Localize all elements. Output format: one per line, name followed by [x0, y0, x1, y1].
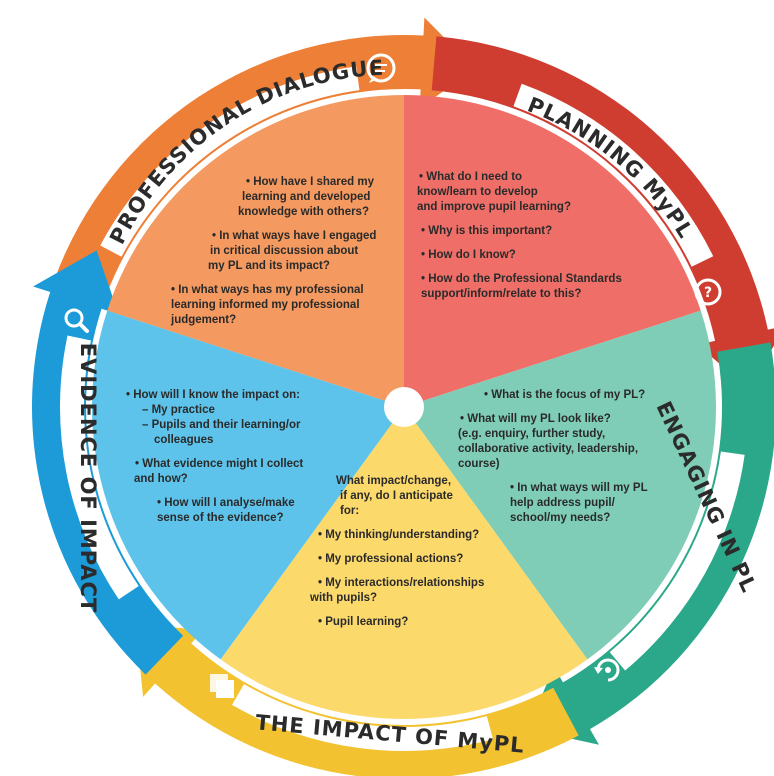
segment-line: school/my needs?	[510, 512, 610, 524]
segment-line: with pupils?	[309, 592, 377, 604]
text-impact: What impact/change, if any, do I anticipa…	[309, 475, 484, 628]
segment-engaging	[404, 310, 716, 660]
segment-line: • In what ways will my PL	[510, 482, 648, 494]
segment-line: course)	[458, 458, 500, 470]
speech-bubble-icon	[366, 53, 396, 83]
label-band-planning	[513, 83, 714, 267]
segment-professional-dialogue	[107, 95, 404, 407]
segment-line: help address pupil/	[510, 497, 616, 509]
label-band-evidence	[60, 335, 139, 600]
segment-line: for:	[340, 505, 359, 517]
segment-line: if any, do I anticipate	[340, 490, 453, 502]
label-band-impact	[232, 684, 494, 751]
refresh-cycle-icon	[594, 658, 620, 682]
segment-line: • What evidence might I collect	[135, 458, 303, 470]
text-engaging: • What is the focus of my PL? • What will…	[458, 389, 648, 524]
segment-line: • My interactions/relationships	[318, 577, 484, 589]
question-bubble-icon: ?	[694, 278, 722, 306]
segment-line: • My professional actions?	[318, 553, 463, 565]
stacked-squares-icon	[210, 674, 234, 698]
segment-line: learning and developed	[242, 191, 370, 203]
text-professional-dialogue: • How have I shared my learning and devel…	[170, 176, 376, 326]
segment-line: • In what ways has my professional	[171, 284, 364, 296]
label-bands	[60, 66, 745, 751]
segment-line: • How do the Professional Standards	[421, 273, 622, 285]
segment-planning	[404, 95, 701, 407]
segment-line: • How will I know the impact on:	[126, 389, 300, 401]
label-band-engaging	[609, 451, 745, 671]
segment-line: and how?	[134, 473, 188, 485]
center-circle	[384, 387, 424, 427]
segment-line: • What will my PL look like?	[460, 413, 611, 425]
segment-line: judgement?	[170, 314, 236, 326]
segment-line: • What do I need to	[419, 171, 522, 183]
segment-line: in critical discussion about	[210, 245, 358, 257]
segment-line: • How will I analyse/make	[157, 497, 295, 509]
segment-line: – My practice	[142, 404, 215, 416]
segment-line: What impact/change,	[336, 475, 451, 487]
segment-line: • What is the focus of my PL?	[484, 389, 645, 401]
label-band-professional-dialogue	[100, 66, 360, 257]
segment-line: • How do I know?	[421, 249, 516, 261]
segment-line: my PL and its impact?	[208, 260, 330, 272]
segment-line: knowledge with others?	[238, 206, 369, 218]
label-evidence: EVIDENCE OF IMPACT	[76, 343, 100, 614]
segment-evidence	[92, 310, 404, 660]
segment-line: colleagues	[154, 434, 213, 446]
segment-line: support/inform/relate to this?	[421, 288, 581, 300]
segment-line: collaborative activity, leadership,	[458, 443, 638, 455]
text-planning: • What do I need to know/learn to develop…	[417, 171, 622, 300]
pie	[92, 95, 716, 720]
segment-line: learning informed my professional	[171, 299, 360, 311]
magnifier-icon	[64, 308, 89, 333]
segment-line: sense of the evidence?	[157, 512, 284, 524]
segment-line: – Pupils and their learning/or	[142, 419, 301, 431]
segment-line: and improve pupil learning?	[417, 201, 571, 213]
arrow-professional-dialogue	[54, 17, 476, 299]
svg-text:?: ?	[704, 285, 712, 301]
segment-line: • My thinking/understanding?	[318, 529, 479, 541]
segment-line: • How have I shared my	[246, 176, 375, 188]
segment-impact	[220, 407, 588, 720]
segment-line: • In what ways have I engaged	[212, 230, 376, 242]
segment-line: (e.g. enquiry, further study,	[458, 428, 605, 440]
text-evidence: • How will I know the impact on: – My pra…	[126, 389, 303, 524]
segment-line: • Pupil learning?	[318, 616, 408, 628]
segment-line: • Why is this important?	[421, 225, 552, 237]
segment-line: know/learn to develop	[417, 186, 538, 198]
